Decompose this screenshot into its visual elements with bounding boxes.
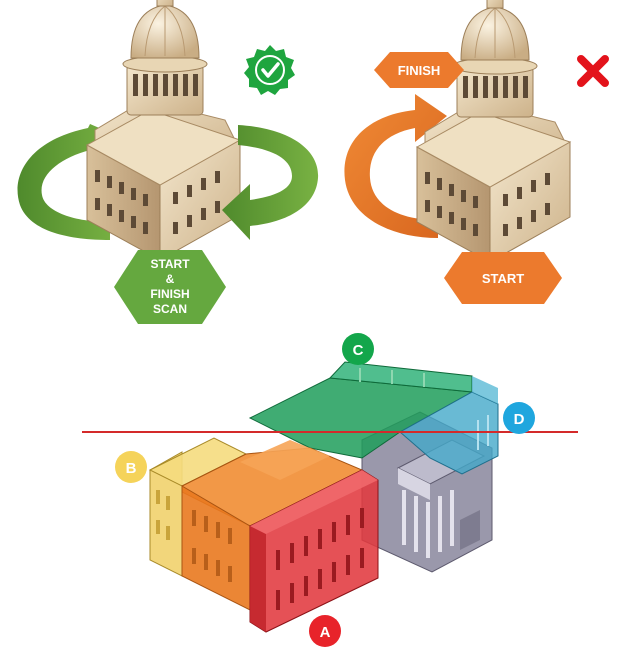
zone-marker-d: D xyxy=(503,402,535,434)
orange-arrow xyxy=(344,94,447,238)
start-finish-line-3: FINISH xyxy=(150,287,189,301)
start-badge: START xyxy=(444,252,562,304)
green-arrow-lower xyxy=(222,125,319,240)
zone-b-label: B xyxy=(126,460,137,477)
zone-d-label: D xyxy=(514,411,525,428)
capitol-building-right xyxy=(416,0,571,263)
zone-marker-b: B xyxy=(115,451,147,483)
start-label: START xyxy=(482,271,524,286)
zoned-building: C D B A xyxy=(82,333,578,647)
start-finish-line-1: START xyxy=(150,257,190,271)
finish-badge: FINISH xyxy=(374,52,464,88)
zone-a-label: A xyxy=(320,624,331,641)
zone-b xyxy=(148,437,248,577)
left-scan-panel: START & FINISH SCAN xyxy=(17,0,319,324)
check-icon xyxy=(244,45,295,95)
start-finish-line-4: SCAN xyxy=(153,302,187,316)
start-finish-line-2: & xyxy=(166,272,175,286)
zone-marker-a: A xyxy=(309,615,341,647)
zone-orange xyxy=(181,440,364,611)
zone-a xyxy=(249,469,379,633)
capitol-building-left xyxy=(86,0,241,261)
start-finish-scan-badge: START & FINISH SCAN xyxy=(114,250,226,324)
zone-c xyxy=(248,361,474,459)
cross-icon xyxy=(577,55,609,87)
zone-marker-c: C xyxy=(342,333,374,365)
finish-label: FINISH xyxy=(398,63,441,78)
zone-c-label: C xyxy=(353,342,364,359)
right-scan-panel: FINISH START xyxy=(344,0,609,304)
